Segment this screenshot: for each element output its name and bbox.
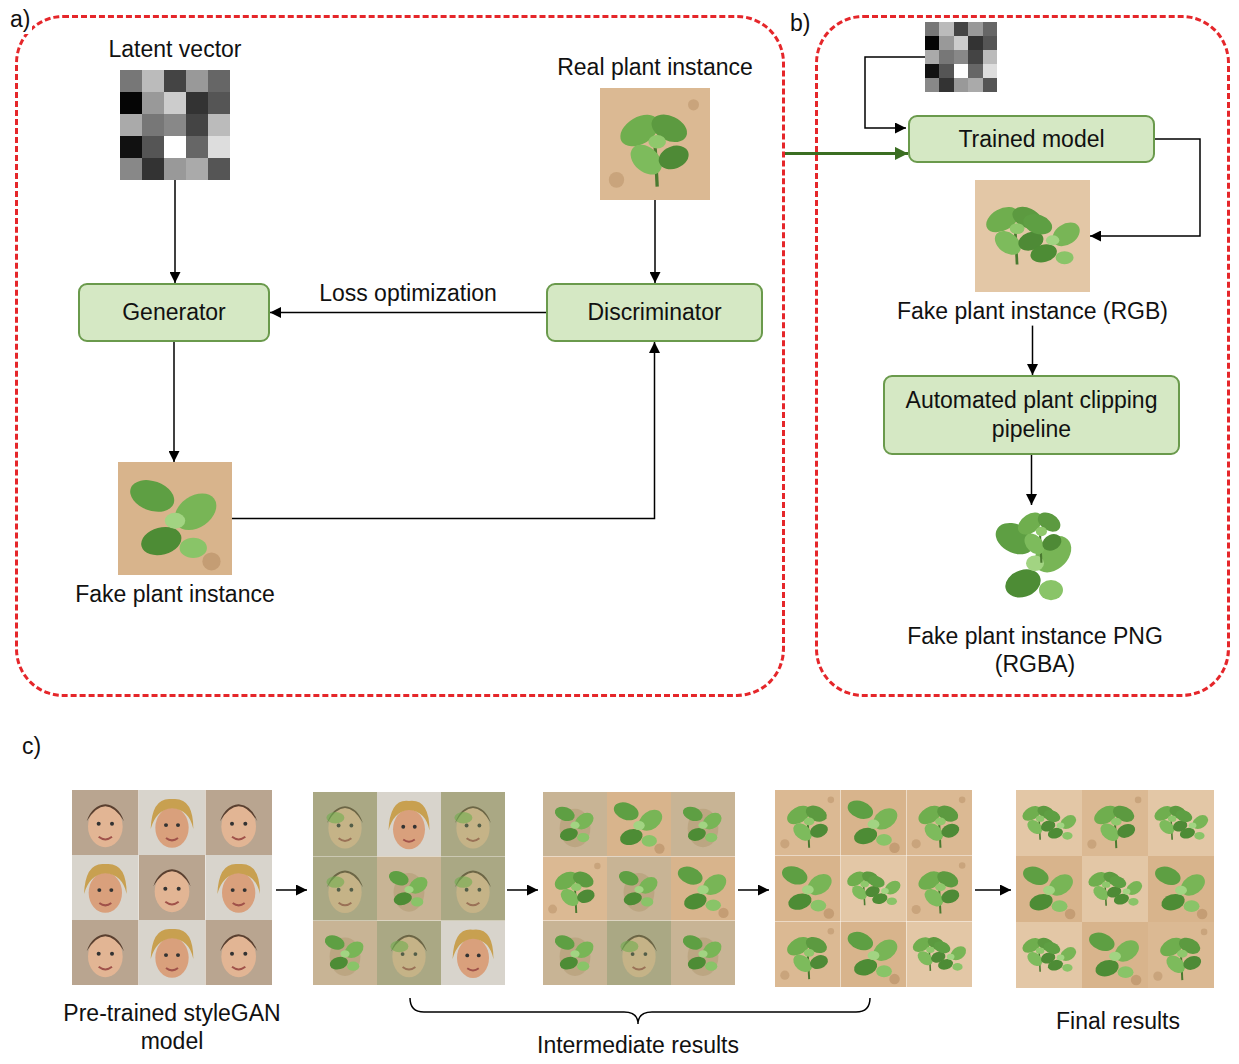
intermediate-grid (313, 792, 505, 985)
final-grid (1016, 790, 1214, 988)
process-box: Automated plant clipping pipeline (883, 375, 1180, 455)
panel-label: a) (8, 6, 32, 34)
image-tile: Fake plant instance (RGB) (975, 180, 1090, 292)
fake-plant-image (118, 462, 232, 575)
real-plant-image (600, 88, 710, 200)
connector-arrow (1031, 455, 1033, 505)
connector-arrow (174, 180, 176, 283)
latent-vector-image (120, 70, 230, 180)
panel-frame: b)Trained modelFake plant instance (RGB)… (815, 15, 1230, 697)
connector-arrow (173, 342, 175, 462)
edge-label: Loss optimization (316, 280, 500, 308)
step-arrow (276, 889, 307, 891)
caption-text: Final results (1008, 1008, 1228, 1036)
image-tile: Fake plant instance (118, 462, 232, 575)
clipped-plant-image (992, 508, 1078, 602)
panel-label: b) (788, 10, 812, 38)
panel-label: c) (22, 733, 41, 761)
face-grid (72, 790, 272, 985)
box-label: Discriminator (587, 298, 721, 327)
image-caption: Fake plant instance (RGB) (897, 298, 1168, 326)
process-box: Generator (78, 283, 270, 342)
image-caption: Fake plant instance PNG (RGBA) (885, 623, 1185, 678)
connector-arrow (785, 152, 908, 155)
image-tile: Latent vector (120, 70, 230, 180)
fake-plant-rgb-image (975, 180, 1090, 292)
latent-vector-image (925, 22, 997, 92)
image-caption: Real plant instance (557, 54, 753, 82)
connector-arrow (654, 200, 656, 283)
bracket (410, 998, 870, 1024)
connector-arrow (270, 312, 546, 314)
process-box: Trained model (908, 115, 1155, 163)
box-label: Automated plant clipping pipeline (885, 386, 1178, 444)
image-tile: Real plant instance (600, 88, 710, 200)
intermediate-grid (775, 790, 972, 987)
image-caption: Latent vector (109, 36, 242, 64)
process-box: Discriminator (546, 283, 763, 342)
box-label: Trained model (958, 125, 1104, 154)
box-label: Generator (122, 298, 226, 327)
image-caption: Fake plant instance (75, 581, 274, 609)
caption-text: Pre-trained styleGAN model (42, 1000, 302, 1055)
step-arrow (738, 889, 769, 891)
intermediate-grid (543, 792, 735, 985)
caption-text: Intermediate results (478, 1032, 798, 1060)
connector-arrow (1032, 326, 1034, 375)
step-arrow (975, 889, 1011, 891)
image-tile: Fake plant instance PNG (RGBA) (985, 505, 1085, 617)
connector-arrow (232, 342, 655, 519)
step-arrow (507, 889, 538, 891)
panel-frame: a)Latent vectorReal plant instanceGenera… (15, 15, 785, 697)
